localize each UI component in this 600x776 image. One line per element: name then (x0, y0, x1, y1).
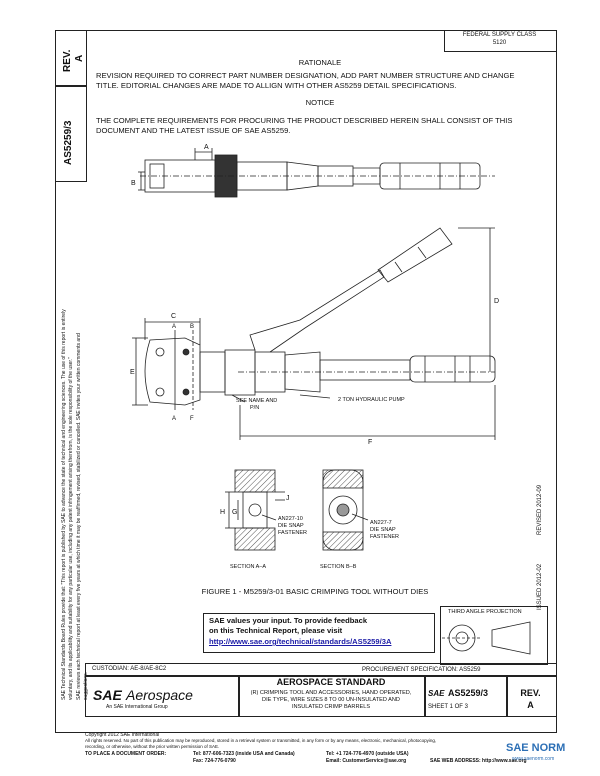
section-bb-drawing (322, 469, 369, 551)
rights-line-2: recording, or otherwise, without the pri… (85, 744, 220, 749)
figure-caption: FIGURE 1 - M5259/3-01 BASIC CRIMPING TOO… (201, 587, 429, 596)
callout-nameplate-2: P/N (250, 405, 259, 411)
aerospace-standard-heading: AEROSPACE STANDARD (276, 677, 386, 687)
order-label: TO PLACE A DOCUMENT ORDER: (85, 751, 167, 757)
dim-label-h: H (220, 509, 225, 516)
rights-line-1: All rights reserved. No part of this pub… (85, 738, 437, 743)
doc-cell (424, 675, 508, 717)
fax: Fax: 724-776-0790 (193, 758, 236, 764)
callout-nameplate-1: SEE NAME AND (236, 398, 277, 404)
rationale-line-2: TITLE. EDITORIAL CHANGES ARE MADE TO ALL… (96, 81, 457, 90)
logo-tagline: An SAE International Group (106, 704, 168, 710)
section-aa-label: SECTION A–A (230, 564, 266, 570)
section-bb-label: SECTION B–B (320, 564, 357, 570)
dim-label-e: E (130, 369, 135, 376)
copyright: Copyright 2012 SAE International (85, 732, 160, 738)
tool-side-view (132, 227, 496, 440)
feedback-box (203, 613, 435, 653)
die-right-3: FASTENER (370, 534, 399, 540)
section-label-a-1: A (172, 324, 176, 330)
feedback-url-link[interactable]: http://www.sae.org/technical/standards/A… (209, 637, 392, 646)
third-angle-symbol (442, 621, 531, 655)
die-right-2: DIE SNAP (370, 527, 396, 533)
dim-label-b: B (131, 180, 136, 187)
tel-inside: Tel: 877-606-7323 (inside USA and Canada… (193, 751, 295, 757)
die-right-1: AN227-7 (370, 520, 392, 526)
die-left-2: DIE SNAP (278, 523, 304, 529)
dim-label-j: J (286, 495, 290, 502)
custodian-row (85, 663, 557, 677)
supply-class-box (444, 30, 557, 52)
feedback-line-2: on this Technical Report, please visit (209, 626, 343, 635)
section-label-b-1: B (190, 324, 194, 330)
logo-cell (85, 675, 240, 717)
section-label-f-side: F (190, 416, 194, 422)
title-line-1: (R) CRIMPING TOOL AND ACCESSORIES, HAND … (250, 690, 412, 696)
dim-label-a-top: A (204, 144, 209, 151)
feedback-line-1: SAE values your input. To provide feedba… (209, 616, 368, 625)
watermark-url: www.saenorm.com (512, 756, 555, 762)
title-rev-label: REV. (520, 688, 541, 698)
tool-top-view (138, 148, 495, 198)
notice-heading: NOTICE (305, 98, 335, 107)
email: Email: CustomerService@sae.org (326, 758, 407, 764)
title-line-3: INSULATED CRIMP BARRELS (291, 704, 371, 710)
title-doc-number: AS5259/3 (448, 688, 489, 698)
dim-label-d: D (494, 298, 499, 305)
dim-label-g: G (232, 509, 237, 516)
third-angle-label: THIRD ANGLE PROJECTION (448, 609, 522, 615)
section-aa-drawing (225, 469, 285, 551)
title-rev-value: A (527, 700, 534, 710)
supply-class-line1: FEDERAL SUPPLY CLASS (462, 32, 537, 38)
sheet-number: SHEET 1 OF 3 (428, 704, 468, 710)
callout-pump: 2 TON HYDRAULIC PUMP (338, 397, 405, 403)
title-line-2: DIE TYPE, WIRE SIZES 8 TO 00 UN-INSULATE… (262, 697, 400, 703)
watermark-logo: SAE NORM (506, 742, 566, 754)
logo-sae: SAE (93, 687, 122, 703)
web-address: SAE WEB ADDRESS: http://www.sae.org (430, 758, 527, 764)
dim-label-c: C (171, 313, 176, 320)
notice-line-2: DOCUMENT AND THE LATEST ISSUE OF SAE AS5… (96, 126, 291, 135)
die-left-3: FASTENER (278, 530, 307, 536)
rev-cell (506, 675, 557, 717)
rationale-line-1: REVISION REQUIRED TO CORRECT PART NUMBER… (96, 71, 515, 80)
die-left-1: AN227-10 (278, 516, 303, 522)
title-cell (238, 675, 426, 717)
custodian-text: CUSTODIAN: AE-8/AE-8C2 (92, 666, 167, 672)
doc-number-box (55, 85, 87, 182)
procurement-text: PROCUREMENT SPECIFICATION: AS5259 (362, 667, 481, 673)
page-frame (55, 30, 557, 733)
sae-mark: SAE (428, 689, 445, 698)
third-angle-box (440, 606, 548, 665)
tel-outside: Tel: +1 724-776-4970 (outside USA) (326, 751, 409, 757)
dim-label-f: F (368, 439, 372, 446)
notice-line-1: THE COMPLETE REQUIREMENTS FOR PROCURING … (96, 116, 513, 125)
supply-class-line2: 5120 (492, 40, 507, 46)
rev-box (55, 30, 87, 87)
section-label-a-2: A (172, 416, 176, 422)
logo-aerospace: Aerospace (126, 687, 193, 703)
rationale-heading: RATIONALE (298, 58, 342, 67)
